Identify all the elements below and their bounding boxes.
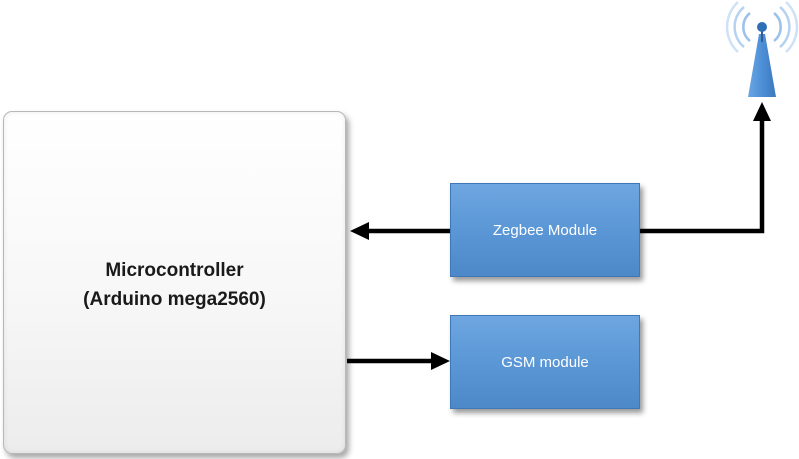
- zigbee-to-antenna-arrow: [640, 102, 771, 234]
- microcontroller-block: [3, 111, 346, 454]
- zigbee-module-block: Zegbee Module: [450, 183, 640, 277]
- microcontroller-model: (Arduino mega2560): [83, 289, 266, 310]
- antenna-signal-icon: [725, 1, 799, 97]
- gsm-module-label: GSM module: [501, 353, 589, 371]
- mcu-to-gsm-arrow: [347, 352, 450, 370]
- gsm-module-block: GSM module: [450, 315, 640, 409]
- zigbee-module-label: Zegbee Module: [492, 221, 598, 239]
- microcontroller-label: Microcontroller (Arduino mega2560): [3, 256, 346, 314]
- microcontroller-name: Microcontroller: [105, 260, 244, 281]
- zigbee-to-mcu-arrow: [350, 222, 450, 240]
